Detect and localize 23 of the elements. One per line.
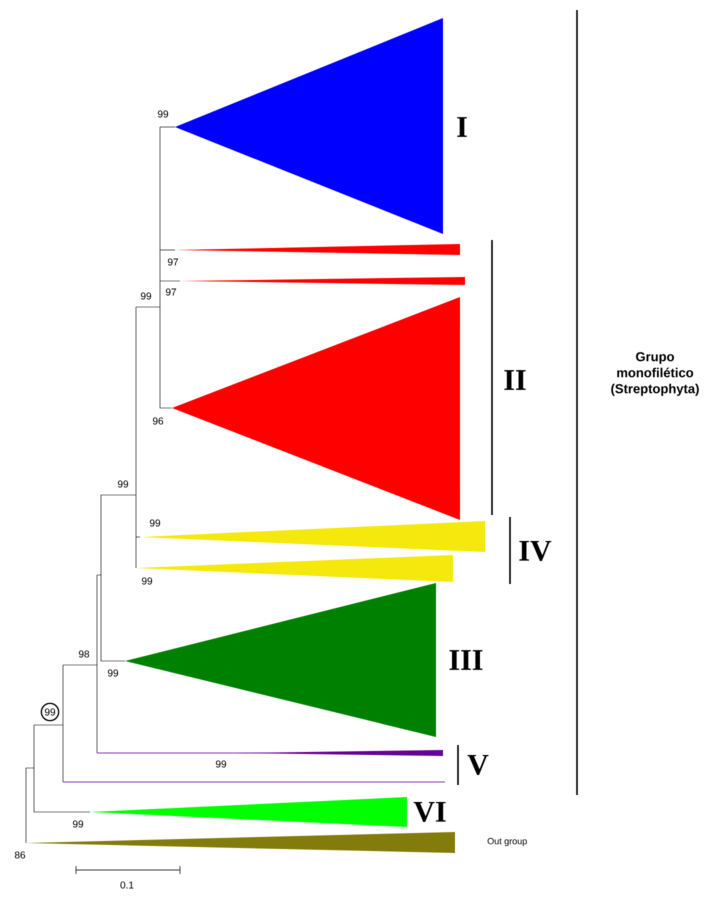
support-value: 96 bbox=[152, 417, 164, 425]
support-value: 99 bbox=[216, 760, 226, 768]
scale-label: 0.1 bbox=[120, 881, 134, 889]
support-value: 99 bbox=[142, 577, 152, 585]
support-value: 98 bbox=[78, 650, 90, 658]
support-value: 99 bbox=[140, 292, 152, 300]
outgroup-label: Out group bbox=[488, 838, 527, 846]
clade-label: V bbox=[468, 754, 488, 776]
support-value: 99 bbox=[158, 110, 168, 118]
clade-label: IV bbox=[519, 540, 552, 562]
circled-support-value: 99 bbox=[40, 702, 60, 722]
clade-label: III bbox=[450, 650, 482, 670]
support-value: 86 bbox=[14, 851, 26, 859]
support-value: 99 bbox=[118, 480, 128, 488]
clade-label: II bbox=[504, 370, 526, 390]
support-value: 97 bbox=[166, 288, 176, 296]
group-label: Grupo monofilético (Streptophyta) bbox=[611, 352, 699, 396]
support-value: 99 bbox=[72, 820, 84, 828]
support-value: 99 bbox=[108, 669, 118, 677]
clade-label: I bbox=[457, 117, 467, 137]
support-value: 97 bbox=[168, 258, 178, 266]
clade-label: VI bbox=[414, 802, 446, 822]
support-value: 99 bbox=[150, 519, 160, 527]
